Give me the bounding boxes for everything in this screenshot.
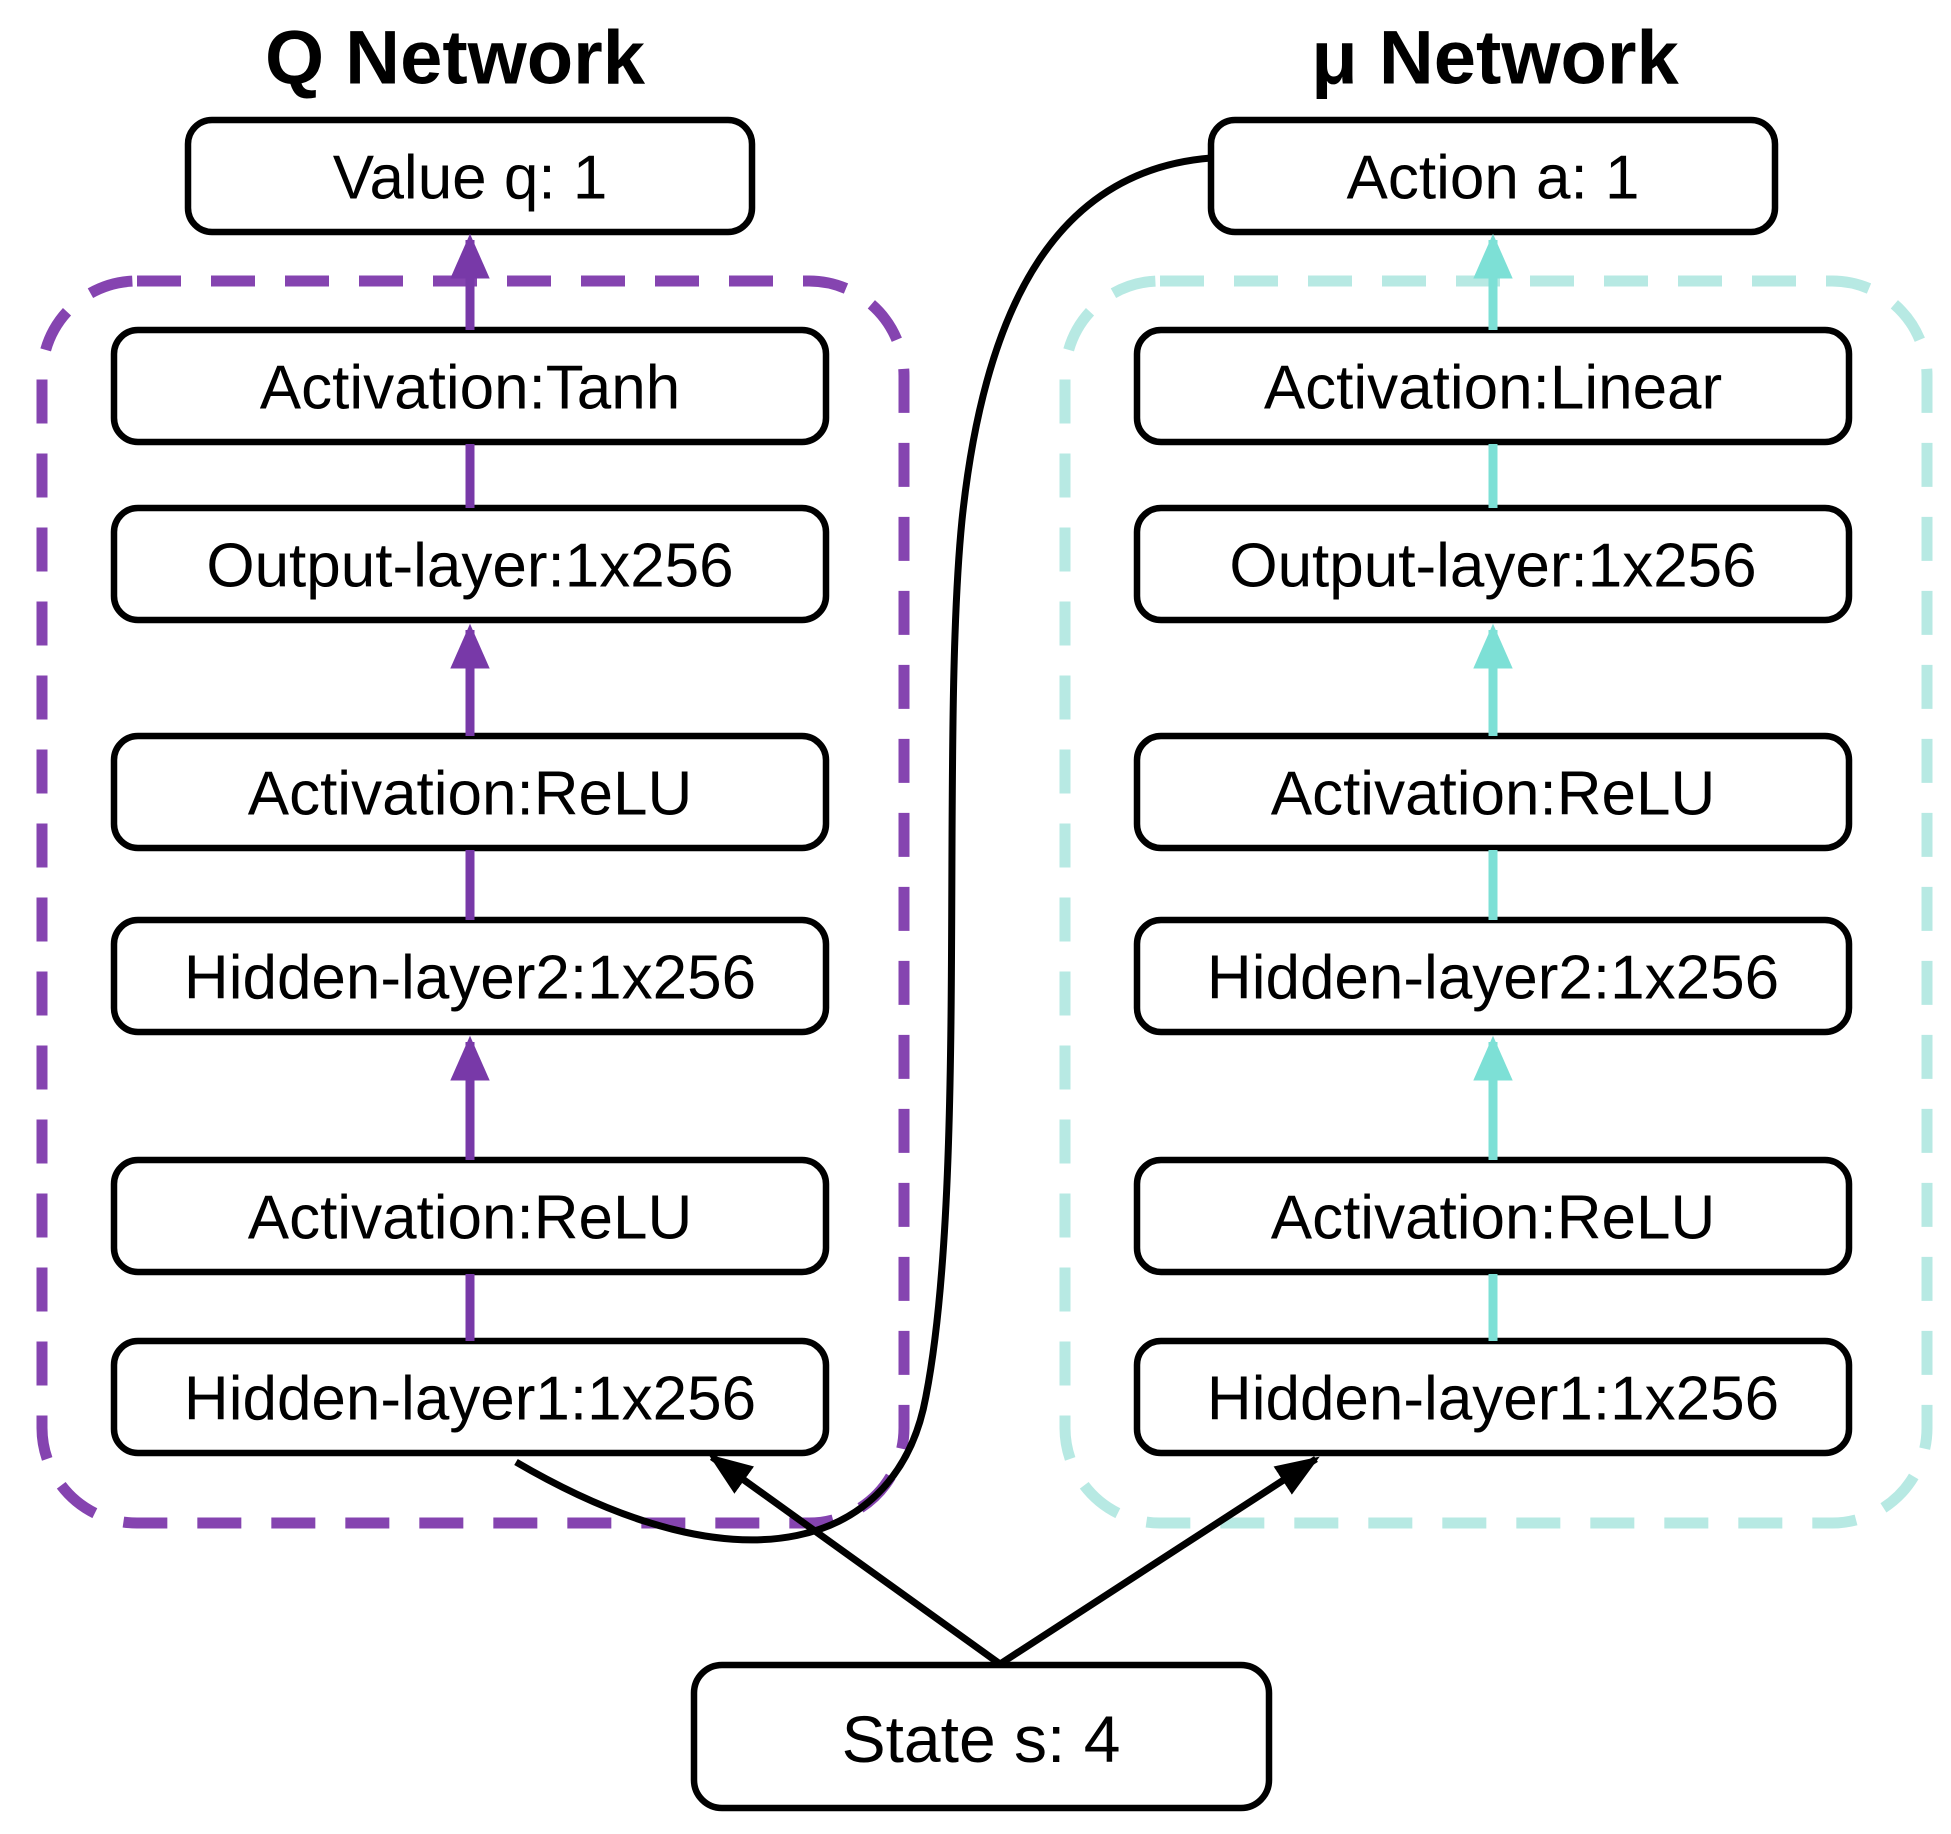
- mu-action-label: Action a: 1: [1347, 144, 1640, 213]
- mu-layer-label-activation-relu-1: Activation:ReLU: [1271, 1184, 1716, 1253]
- q-layer-label-activation-relu-1: Activation:ReLU: [248, 1184, 693, 1253]
- q-network-title: Q Network: [265, 16, 646, 101]
- mu-network-title: μ Network: [1311, 16, 1679, 101]
- q-value-box: [184, 116, 756, 236]
- state-to-mu-hidden1-arrow: [998, 1456, 1320, 1667]
- mu-layer-label-activation-linear: Activation:Linear: [1264, 354, 1722, 423]
- mu-layer-label-activation-relu-2: Activation:ReLU: [1271, 760, 1716, 829]
- q-layer-label-output-layer: Output-layer:1x256: [206, 532, 733, 601]
- mu-layer-label-hidden-layer1: Hidden-layer1:1x256: [1207, 1365, 1779, 1434]
- q-layer-label-hidden-layer1: Hidden-layer1:1x256: [184, 1365, 756, 1434]
- q-layer-label-hidden-layer2: Hidden-layer2:1x256: [184, 944, 756, 1013]
- state-box: [690, 1661, 1273, 1812]
- action-to-q-hidden1-curve: [514, 154, 1212, 1544]
- mu-layer-label-hidden-layer2: Hidden-layer2:1x256: [1207, 944, 1779, 1013]
- q-layer-label-activation-relu-2: Activation:ReLU: [248, 760, 693, 829]
- state-label: State s: 4: [842, 1702, 1121, 1776]
- mu-action-box: [1207, 116, 1779, 236]
- q-layer-label-activation-tanh: Activation:Tanh: [260, 354, 680, 423]
- state-to-q-hidden1-arrow: [708, 1454, 1003, 1667]
- mu-layer-label-output-layer: Output-layer:1x256: [1229, 532, 1756, 601]
- q-value-label: Value q: 1: [333, 144, 608, 213]
